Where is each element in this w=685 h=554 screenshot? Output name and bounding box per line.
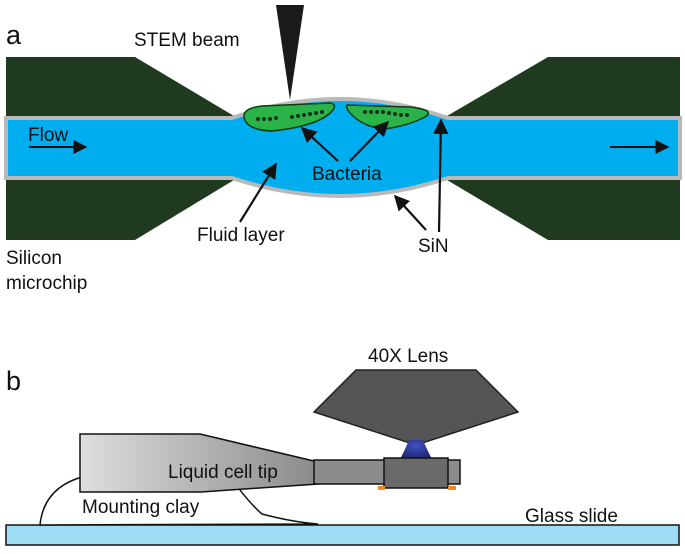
light-cone [400, 440, 432, 459]
bacterium-left [243, 102, 336, 132]
panel-b-letter: b [6, 366, 21, 396]
lens-label: 40X Lens [368, 346, 448, 367]
silicon-bottom-left [6, 180, 234, 240]
sin-label: SiN [418, 236, 449, 257]
glass-slide-label: Glass slide [525, 506, 618, 527]
fluid-layer-label: Fluid layer [197, 225, 285, 246]
panel-b: b 40X Lens Glass slide Mounting clay Liq… [5, 346, 680, 546]
panel-a-letter: a [6, 20, 22, 50]
glass-slide [5, 524, 680, 546]
chip-pad-left [378, 486, 385, 490]
bacteria-arrow-right [349, 120, 390, 162]
bacteria-label: Bacteria [312, 164, 382, 185]
silicon-top-right [447, 57, 680, 116]
silicon-top-left [6, 57, 234, 116]
liquid-cell-tip-label: Liquid cell tip [168, 462, 278, 483]
stem-beam-cone [276, 5, 304, 100]
fluid-layer-arrow [239, 162, 277, 223]
flow-label: Flow [28, 125, 68, 146]
mounting-clay-label: Mounting clay [82, 497, 200, 518]
stem-beam-label: STEM beam [134, 30, 240, 51]
fluid-layer [4, 97, 682, 198]
sin-arrow-top [433, 118, 449, 233]
sin-arrow-membrane [393, 194, 427, 231]
objective-lens [312, 369, 520, 446]
silicon-label-line1: Silicon [6, 248, 62, 269]
panel-a: a STEM beam Flow [4, 5, 682, 294]
silicon-bottom-right [447, 180, 680, 240]
silicon-label-line2: microchip [6, 273, 87, 294]
chip-pad-right [448, 486, 456, 490]
bacteria-arrow-left [300, 126, 339, 162]
microchip-holder [383, 457, 449, 489]
